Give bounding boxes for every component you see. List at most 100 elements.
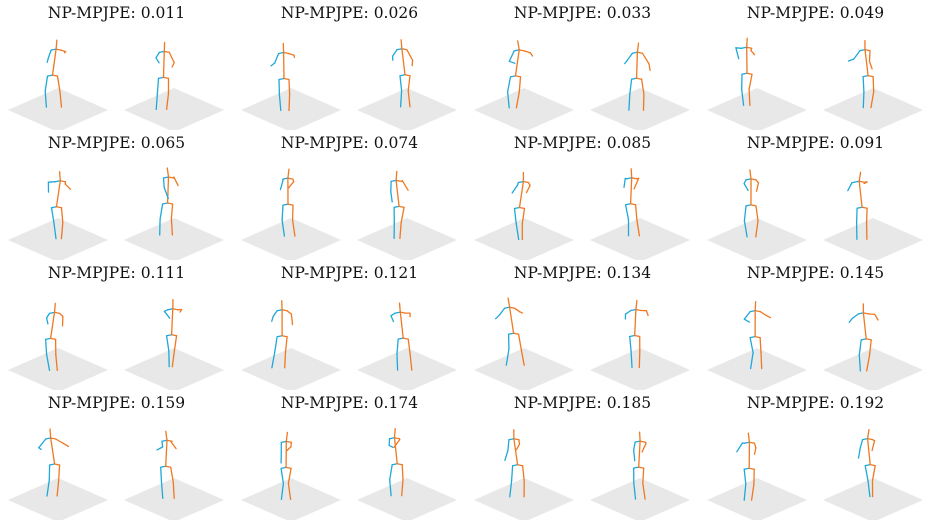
skeleton-bone [870,90,875,109]
skeleton-bone [45,353,51,372]
skeleton-bone [633,177,640,190]
skeleton-bone [759,336,762,354]
skeleton-bone [631,177,638,180]
skeleton-bone [396,338,399,355]
skeleton-bone [749,336,754,354]
skeleton-bone [755,179,760,184]
skeleton-bone [156,77,160,95]
skeleton-bone [506,91,510,109]
ground-truth-pose-view [707,169,807,260]
skeleton-bone [508,306,516,309]
skeleton-bone [46,57,49,64]
skeleton-bone [38,447,42,451]
skeleton-bone [395,179,400,208]
skeleton-bone [759,310,767,317]
skeleton-bone [49,311,56,340]
skeleton-bone [748,441,756,444]
skeleton-bone [170,441,177,450]
skeleton-bone [56,75,61,92]
skeleton-bone [393,437,398,465]
skeleton-bone [518,76,522,93]
skeleton-bone [871,464,876,482]
skeleton-bone [641,442,647,453]
skeleton-bone [53,311,61,315]
skeleton-bone [522,180,530,184]
skeleton-bone [168,51,175,64]
skeleton-bone [507,332,515,335]
skeleton-bone [741,46,748,49]
ground-truth-pose-view [241,168,341,260]
skeleton-bone [515,91,520,109]
skeleton-bone [518,180,525,209]
pose-panel: NP-MPJPE: 0.011 [0,0,233,130]
skeleton-bone [393,438,401,448]
skeleton-bone [499,307,506,316]
skeleton-bone [280,482,285,501]
skeleton-bone [394,311,401,314]
panel-title: NP-MPJPE: 0.065 [47,134,186,152]
skeleton-bone [635,77,643,80]
ground-plane [124,88,224,130]
ground-plane [474,218,574,260]
skeleton-bone [285,445,292,452]
skeleton-bone [633,449,636,462]
skeleton-bone [515,443,521,451]
pose-panel: NP-MPJPE: 0.085 [466,130,699,260]
ground-truth-pose-view [8,39,108,130]
skeleton-bone [748,88,751,106]
skeleton-bone [171,350,176,368]
ground-plane [707,88,807,130]
panel-title: NP-MPJPE: 0.185 [513,394,652,412]
pose-panel: NP-MPJPE: 0.111 [0,260,233,390]
pose-view-pair [699,30,932,130]
skeleton-bone [55,353,58,372]
skeleton-bone [518,439,521,445]
skeleton-bone [508,50,515,62]
skeleton-bone [749,309,756,313]
skeleton-bone [285,440,292,444]
skeleton-bone [851,313,860,320]
skeleton-bone [648,63,651,71]
skeleton-bone [162,76,170,80]
skeleton-bone [166,167,170,178]
skeleton-bone [162,177,165,189]
pose-view-pair [0,160,233,260]
ground-plane [590,218,690,260]
ground-plane [8,218,108,260]
predicted-pose-view [124,167,224,260]
skeleton-bone [284,351,287,369]
skeleton-bone [629,203,637,206]
skeleton-bone [46,74,54,77]
skeleton-bone [293,54,296,59]
skeleton-bone [399,311,406,314]
skeleton-bone [282,51,290,55]
skeleton-bone [514,75,522,78]
ground-plane [357,348,457,390]
skeleton-bone [736,442,744,453]
skeleton-bone [750,483,755,501]
skeleton-bone [750,178,757,181]
skeleton-bone [507,439,510,452]
skeleton-bone [518,206,526,210]
skeleton-bone [748,467,755,470]
skeleton-bone [44,90,48,108]
skeleton-bone [271,351,276,369]
panel-title: NP-MPJPE: 0.026 [280,4,419,22]
skeleton-bone [508,438,515,441]
ground-plane [823,218,923,260]
skeleton-bone [170,308,174,336]
skeleton-bone [163,50,170,54]
ground-plane [823,478,923,520]
skeleton-bone [735,47,740,60]
skeleton-bone [750,49,756,56]
skeleton-bone [409,353,413,371]
skeleton-bone [866,428,870,440]
skeleton-bone [55,180,61,208]
skeleton-bone [633,482,637,500]
skeleton-bone [401,464,404,481]
skeleton-bone [48,463,56,466]
skeleton-bone [864,48,871,52]
panel-title: NP-MPJPE: 0.111 [47,264,186,282]
skeleton-bone [172,308,179,311]
skeleton-bone [634,334,641,338]
